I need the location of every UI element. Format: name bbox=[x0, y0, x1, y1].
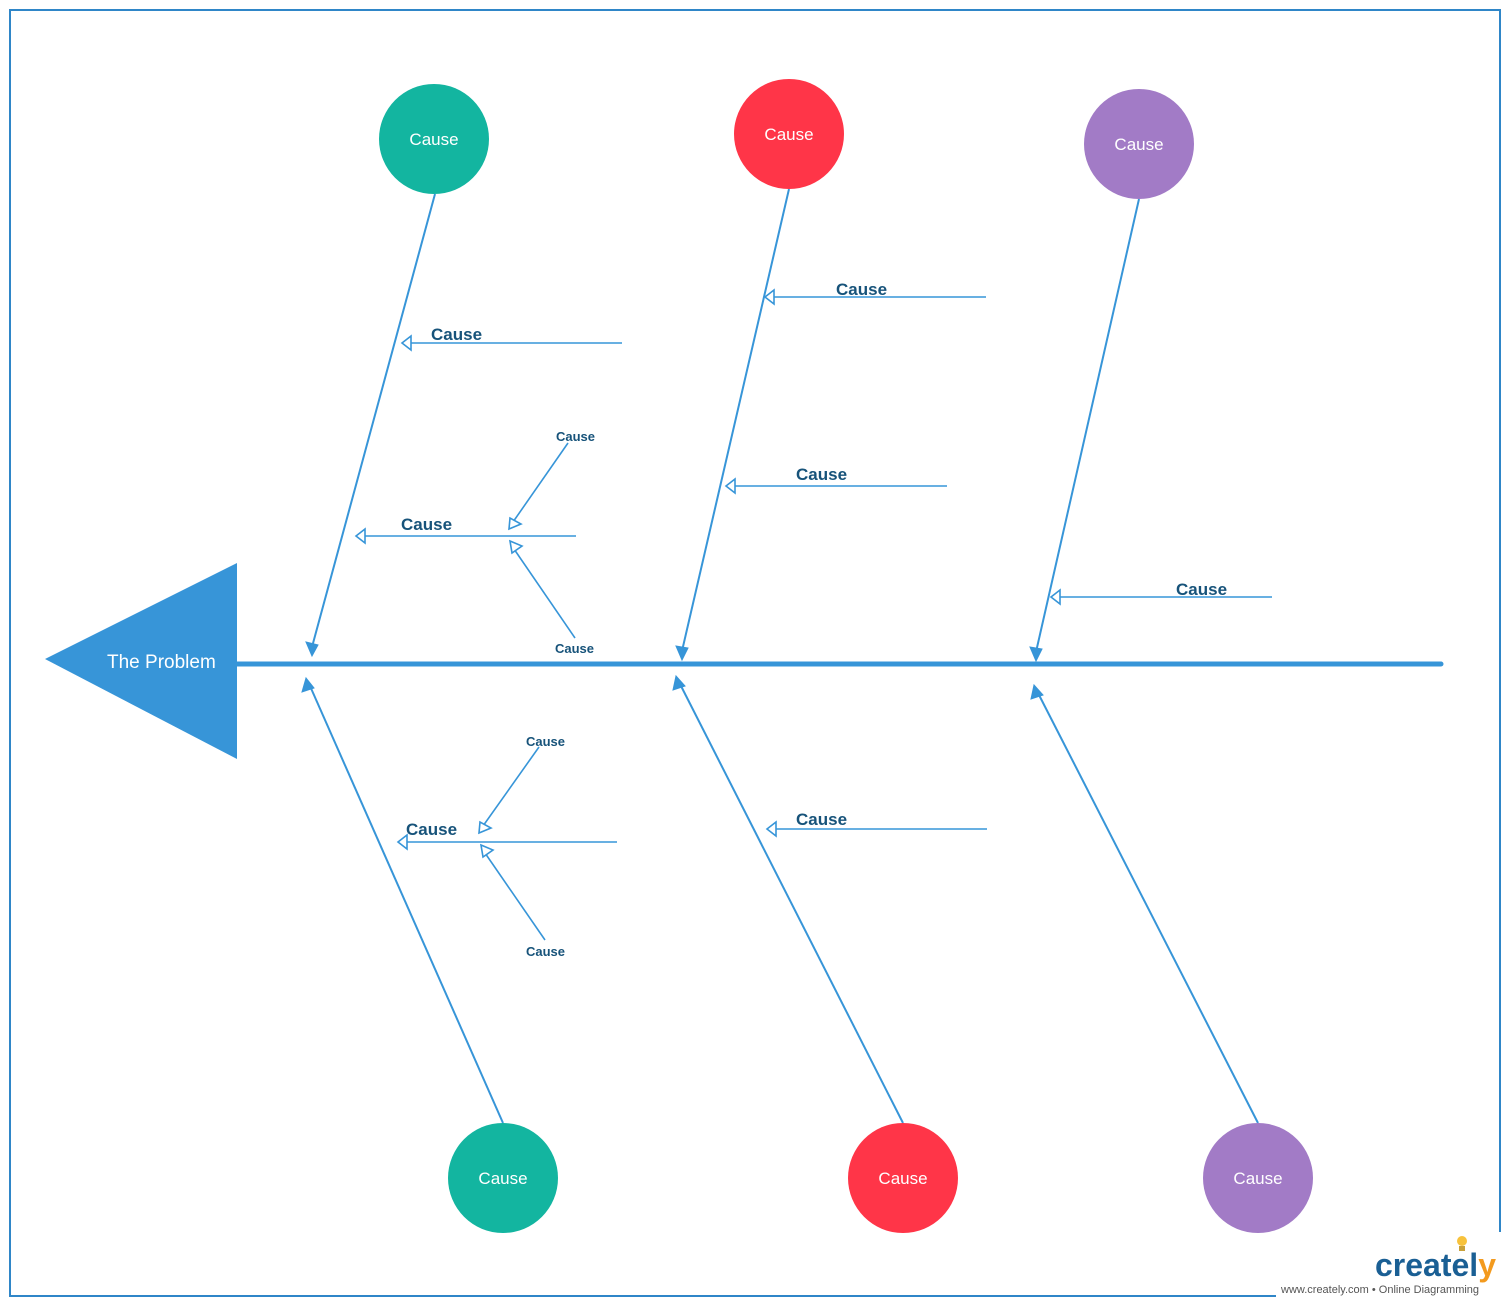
sub-cause-1[interactable]: Cause bbox=[508, 429, 595, 531]
category-label-top-2: Cause bbox=[764, 125, 813, 144]
cause-branch-7-arrow bbox=[765, 820, 777, 838]
cause-branch-1[interactable]: Cause bbox=[400, 325, 622, 352]
category-circle-bottom-3 bbox=[1203, 1123, 1313, 1233]
cause-branch-7[interactable]: Cause bbox=[765, 810, 987, 838]
sub-cause-label-1: Cause bbox=[556, 429, 595, 444]
category-node-bottom-1[interactable]: Cause bbox=[448, 1123, 558, 1233]
sub-cause-3[interactable]: Cause bbox=[478, 734, 565, 835]
problem-head[interactable]: The Problem bbox=[45, 563, 237, 759]
logo-tagline: www.creately.com • Online Diagramming bbox=[1280, 1284, 1479, 1296]
cause-branch-5-arrow bbox=[1049, 588, 1061, 606]
cause-branch-5[interactable]: Cause bbox=[1049, 580, 1272, 606]
diagram-frame bbox=[9, 9, 1501, 1297]
cause-branch-1-arrow bbox=[400, 334, 412, 352]
bone-top-3[interactable] bbox=[1035, 198, 1140, 653]
cause-branch-2-arrow bbox=[354, 527, 366, 545]
category-label-bottom-1: Cause bbox=[478, 1169, 527, 1188]
bone-bottom-3[interactable] bbox=[1037, 692, 1259, 1124]
category-node-top-2[interactable]: Cause bbox=[734, 79, 844, 189]
problem-label: The Problem bbox=[107, 652, 216, 673]
bone-top-3-arrow bbox=[1029, 646, 1043, 663]
cause-label-3: Cause bbox=[836, 280, 887, 299]
cause-branch-4[interactable]: Cause bbox=[724, 465, 947, 495]
cause-branch-3-arrow bbox=[763, 288, 775, 306]
category-node-bottom-2[interactable]: Cause bbox=[848, 1123, 958, 1233]
problem-triangle bbox=[45, 563, 237, 759]
creately-logo[interactable]: creately www.creately.com • Online Diagr… bbox=[1276, 1232, 1502, 1298]
category-circle-top-1 bbox=[379, 84, 489, 194]
bone-top-1-arrow bbox=[305, 641, 319, 658]
sub-cause-2[interactable]: Cause bbox=[508, 539, 594, 656]
category-label-top-3: Cause bbox=[1114, 135, 1163, 154]
bone-bottom-1[interactable] bbox=[309, 685, 504, 1124]
sub-cause-1-arrow bbox=[508, 516, 523, 531]
cause-branch-2[interactable]: Cause bbox=[354, 515, 576, 545]
bone-bottom-2-arrow bbox=[672, 674, 686, 691]
cause-label-7: Cause bbox=[796, 810, 847, 829]
bone-top-1[interactable] bbox=[311, 193, 436, 648]
lightbulb-icon bbox=[1457, 1236, 1467, 1251]
cause-label-1: Cause bbox=[431, 325, 482, 344]
cause-branch-3[interactable]: Cause bbox=[763, 280, 986, 306]
svg-text:creately: creately bbox=[1375, 1247, 1496, 1283]
category-label-top-1: Cause bbox=[409, 130, 458, 149]
bone-bottom-2[interactable] bbox=[679, 683, 904, 1124]
sub-cause-4[interactable]: Cause bbox=[479, 843, 565, 959]
category-node-top-3[interactable]: Cause bbox=[1084, 89, 1194, 199]
category-label-bottom-2: Cause bbox=[878, 1169, 927, 1188]
category-node-top-1[interactable]: Cause bbox=[379, 84, 489, 194]
category-circle-bottom-2 bbox=[848, 1123, 958, 1233]
sub-cause-3-arrow bbox=[478, 820, 493, 835]
sub-cause-label-2: Cause bbox=[555, 641, 594, 656]
category-circle-top-3 bbox=[1084, 89, 1194, 199]
sub-cause-label-3: Cause bbox=[526, 734, 565, 749]
cause-branch-6-arrow bbox=[396, 833, 408, 851]
bone-top-2[interactable] bbox=[681, 188, 790, 652]
bone-bottom-1-arrow bbox=[301, 676, 315, 693]
sub-cause-2-arrow bbox=[508, 539, 524, 555]
category-circle-top-2 bbox=[734, 79, 844, 189]
bone-top-2-arrow bbox=[675, 645, 689, 662]
logo-text-main: createl bbox=[1375, 1247, 1478, 1283]
cause-label-5: Cause bbox=[1176, 580, 1227, 599]
cause-branch-6[interactable]: Cause bbox=[396, 820, 617, 851]
cause-label-4: Cause bbox=[796, 465, 847, 484]
category-circle-bottom-1 bbox=[448, 1123, 558, 1233]
cause-label-6: Cause bbox=[406, 820, 457, 839]
sub-cause-4-arrow bbox=[479, 843, 495, 859]
category-node-bottom-3[interactable]: Cause bbox=[1203, 1123, 1313, 1233]
bone-bottom-3-arrow bbox=[1030, 683, 1044, 700]
logo-text-end: y bbox=[1478, 1247, 1496, 1283]
cause-label-2: Cause bbox=[401, 515, 452, 534]
category-label-bottom-3: Cause bbox=[1233, 1169, 1282, 1188]
sub-cause-label-4: Cause bbox=[526, 944, 565, 959]
cause-branch-4-arrow bbox=[724, 477, 736, 495]
